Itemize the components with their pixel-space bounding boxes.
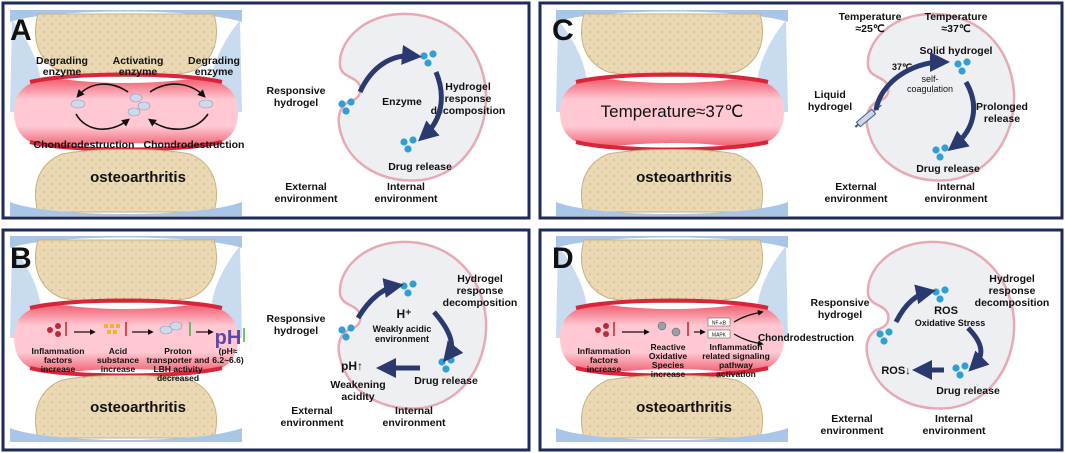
ph-up-label: pH↑ bbox=[341, 359, 363, 373]
chondrodestruction-label: Chondrodestruction bbox=[758, 333, 854, 344]
self-coagulation-label: self-coagulation bbox=[907, 74, 953, 94]
panel-letter: C bbox=[552, 14, 574, 47]
drug-release-label: Drug release bbox=[414, 375, 478, 387]
temperature-joint-label: Temperature≈37℃ bbox=[601, 102, 744, 121]
drug-release-label: Drug release bbox=[916, 163, 980, 175]
panel-letter: A bbox=[10, 14, 32, 47]
nfkb-label: NF-κB bbox=[712, 321, 727, 327]
oxidative-stress-label: Oxidative Stress bbox=[915, 318, 986, 328]
drug-release-label: Drug release bbox=[388, 161, 452, 173]
panel-letter: D bbox=[552, 242, 574, 275]
arrow bbox=[418, 71, 444, 142]
joint-label: osteoarthritis bbox=[90, 169, 186, 186]
joint-label: osteoarthritis bbox=[90, 399, 186, 416]
signaling-box: NF-κB MAPK bbox=[707, 317, 731, 339]
arrow bbox=[432, 310, 464, 363]
temperature-37-label: Temperature≈37℃ bbox=[925, 11, 988, 35]
arrow bbox=[966, 326, 990, 372]
37c-label: 37℃ bbox=[892, 62, 912, 72]
ph-label: pH bbox=[215, 327, 242, 349]
panel-c: C Temperature≈37℃ osteoarthritis Tempera… bbox=[552, 8, 1028, 218]
drug-release-label: Drug release bbox=[936, 385, 1000, 397]
h-plus-label: H⁺ bbox=[397, 307, 412, 321]
mapk-label: MAPK bbox=[712, 333, 727, 339]
arrow bbox=[947, 80, 977, 152]
temperature-25-label: Temperature≈25℃ bbox=[839, 11, 902, 35]
chondrodestruction-label-left: Chondrodestruction bbox=[34, 139, 135, 151]
arrow bbox=[355, 278, 404, 320]
solid-hydrogel-label: Solid hydrogel bbox=[920, 45, 993, 57]
panel-letter: B bbox=[10, 242, 32, 275]
enzyme-label: Enzyme bbox=[382, 96, 422, 108]
arrow bbox=[873, 52, 950, 111]
chondrodestruction-label-right: Chondrodestruction bbox=[144, 139, 245, 151]
ros-down-label: ROS↓ bbox=[881, 365, 910, 377]
ph-range-label: (pH≈6.2~6.6) bbox=[212, 346, 244, 365]
joint-label: osteoarthritis bbox=[636, 169, 732, 186]
ros-label: ROS bbox=[934, 305, 958, 317]
joint-label: osteoarthritis bbox=[636, 399, 732, 416]
arrow bbox=[893, 284, 936, 324]
arrow bbox=[357, 44, 422, 94]
